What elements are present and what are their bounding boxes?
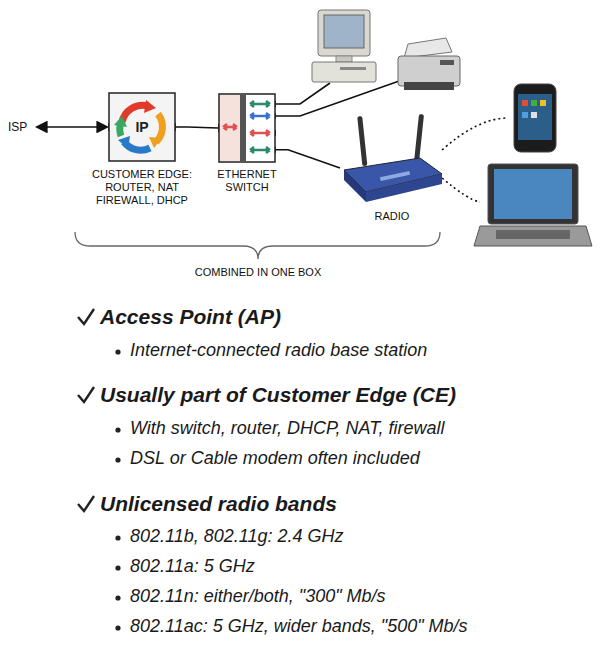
wireless-link (442, 178, 480, 202)
checkmarks (78, 309, 94, 511)
device-caption: ETHERNET SWITCH (206, 168, 288, 194)
bullet-heading: Access Point (AP) (100, 305, 281, 329)
bullet-item: 802.11n: either/both, "300" Mb/s (130, 586, 386, 607)
wireless-link (442, 118, 508, 150)
printer-icon (398, 38, 460, 90)
computer-icon (312, 10, 376, 82)
network-node: IPCUSTOMER EDGE: ROUTER, NAT FIREWALL, D… (108, 92, 176, 162)
printer-wire (276, 80, 402, 116)
network-node: ETHERNET SWITCH (218, 93, 276, 163)
bullet-item: 802.11b, 802.11g: 2.4 GHz (130, 526, 344, 547)
laptop-icon (474, 164, 592, 246)
radio-icon (340, 112, 444, 208)
isp-link (38, 126, 106, 128)
bullet-item: With switch, router, DHCP, NAT, firewall (130, 418, 445, 439)
network-link (276, 150, 340, 168)
device-caption: RADIO (340, 210, 444, 223)
phone-icon (514, 84, 556, 152)
bullet-heading: Unlicensed radio bands (100, 492, 337, 516)
brace (75, 232, 440, 259)
bullet-item: DSL or Cable modem often included (130, 448, 420, 469)
computer-wire (276, 83, 330, 104)
bullet-item: Internet-connected radio base station (130, 340, 427, 361)
bullet-item: 802.11a: 5 GHz (130, 556, 255, 577)
bullet-item: 802.11ac: 5 GHz, wider bands, "500" Mb/s (130, 616, 468, 637)
device-caption: CUSTOMER EDGE: ROUTER, NAT FIREWALL, DHC… (84, 168, 200, 207)
network-node: RADIO (340, 112, 444, 224)
isp-label: ISP (8, 120, 27, 134)
network-link (176, 127, 218, 128)
protocol-label: IP (108, 119, 176, 135)
bullet-heading: Usually part of Customer Edge (CE) (100, 383, 456, 407)
switch-icon (218, 93, 276, 163)
group-caption: COMBINED IN ONE BOX (158, 266, 358, 279)
